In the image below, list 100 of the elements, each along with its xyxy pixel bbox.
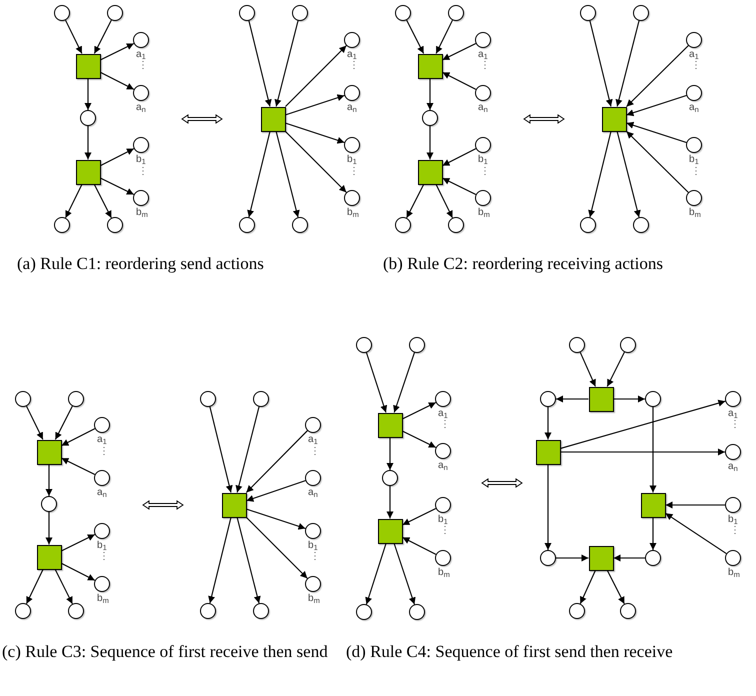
arrow <box>94 20 112 54</box>
arrow <box>436 184 453 218</box>
place-label: b$_{1}$ <box>347 154 357 165</box>
ellipsis: ⋮ <box>138 166 148 178</box>
place-label: b$_{1}$ <box>136 154 146 165</box>
arrow <box>406 20 424 54</box>
arrow <box>560 448 725 456</box>
arrow <box>442 178 476 195</box>
place-label: b$_{1}$ <box>438 514 448 525</box>
arrow <box>54 406 73 440</box>
ellipsis: ⋮ <box>730 525 740 537</box>
arrow <box>276 131 300 218</box>
arrow <box>46 464 52 496</box>
arrow <box>84 126 92 160</box>
arrow <box>650 407 656 492</box>
arrow <box>544 464 552 550</box>
arrow <box>274 20 299 107</box>
arrow <box>208 517 232 604</box>
place-label: a$_{1}$ <box>347 49 357 60</box>
transition-box <box>260 106 286 132</box>
arrow <box>100 72 134 90</box>
place-label: b$_{m}$ <box>136 207 148 218</box>
transition-box <box>418 160 442 184</box>
arrow <box>616 20 640 107</box>
arrow <box>246 508 306 530</box>
ellipsis: ⋮ <box>138 60 148 72</box>
arrow <box>442 148 476 166</box>
arrow <box>614 396 645 402</box>
transition-box <box>640 492 666 518</box>
place-label: b$_{1}$ <box>478 154 488 165</box>
arrow <box>285 131 347 193</box>
transition-box <box>76 54 100 78</box>
ellipsis: ⋮ <box>310 446 320 458</box>
place-label: b$_{m}$ <box>438 567 450 578</box>
arrow <box>626 45 689 108</box>
arrow <box>402 402 436 420</box>
ellipsis: ⋮ <box>480 166 490 178</box>
arrow <box>100 43 134 60</box>
place-label: a$_{1}$ <box>308 434 318 445</box>
arrow <box>94 184 112 218</box>
ellipsis: ⋮ <box>349 166 359 178</box>
arrow <box>556 554 588 562</box>
arrow <box>580 352 596 387</box>
ellipsis: ⋮ <box>440 525 450 537</box>
place-label: b$_{1}$ <box>308 540 318 551</box>
arrow <box>84 78 92 110</box>
ellipsis: ⋮ <box>99 551 109 563</box>
place-label: b$_{1}$ <box>97 540 107 551</box>
place-label: b$_{m}$ <box>308 593 320 604</box>
transition-box <box>418 54 442 78</box>
place-label: b$_{m}$ <box>478 207 490 218</box>
transition-box <box>588 386 614 412</box>
place-label: a$_{n}$ <box>728 461 738 472</box>
ellipsis: ⋮ <box>310 551 320 563</box>
arrow <box>285 94 345 116</box>
subfigure-caption: (d) Rule C4: Sequence of first send then receive <box>346 641 674 663</box>
arrow <box>426 126 434 160</box>
place-label: b$_{1}$ <box>728 514 738 525</box>
arrow <box>666 502 725 508</box>
arrow <box>588 131 612 218</box>
arrow <box>556 396 588 402</box>
arrow <box>402 430 436 448</box>
arrow <box>386 486 394 518</box>
place-label: b$_{m}$ <box>97 593 109 604</box>
ellipsis: ⋮ <box>99 446 109 458</box>
transition-box <box>378 412 402 438</box>
place-label: a$_{1}$ <box>478 49 488 60</box>
arrow <box>236 517 261 604</box>
arrow <box>614 554 645 562</box>
arrow <box>61 562 96 581</box>
place-label: a$_{1}$ <box>438 408 448 419</box>
arrow <box>246 430 308 493</box>
arrow <box>442 72 476 90</box>
transition-box <box>222 492 246 518</box>
place-label: a$_{1}$ <box>728 408 738 419</box>
arrow <box>626 94 687 116</box>
arrow <box>402 508 436 526</box>
subfigure-caption: (a) Rule C1: reordering send actions <box>17 253 265 275</box>
arrow <box>626 122 687 144</box>
place-label: a$_{n}$ <box>347 102 357 113</box>
transition-box <box>76 160 100 184</box>
arrow <box>544 407 552 440</box>
arrow <box>626 130 689 193</box>
ellipsis: ⋮ <box>440 419 450 431</box>
arrow <box>386 438 394 470</box>
transition-box <box>602 106 626 132</box>
arrow <box>406 184 424 218</box>
place-label: a$_{n}$ <box>478 102 488 113</box>
place-label: b$_{m}$ <box>728 567 740 578</box>
ellipsis: ⋮ <box>691 60 701 72</box>
transition-box <box>588 546 614 570</box>
place-label: a$_{n}$ <box>97 487 107 498</box>
place-label: a$_{1}$ <box>689 49 699 60</box>
arrow <box>26 406 44 440</box>
ellipsis: ⋮ <box>730 419 740 431</box>
ellipsis: ⋮ <box>480 60 490 72</box>
arrow <box>65 184 82 218</box>
arrow <box>402 536 436 555</box>
arrow <box>65 20 82 54</box>
arrow <box>100 148 134 166</box>
